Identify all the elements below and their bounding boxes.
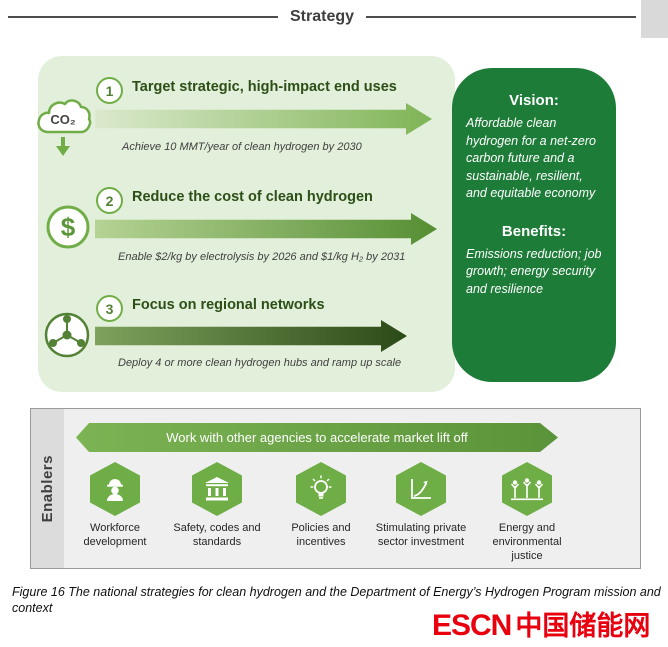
growth-chart-icon	[396, 462, 446, 516]
header-rule-right	[366, 16, 636, 18]
enabler-investment: Stimulating private sector investment	[369, 462, 473, 550]
strategy-2-caption: Enable $2/kg by electrolysis by 2026 and…	[118, 251, 406, 263]
escn-logo-chinese: 中国储能网	[515, 611, 651, 641]
worker-icon	[90, 462, 140, 516]
strategy-2-number: 2	[96, 187, 123, 214]
benefits-text: Emissions reduction; job growth; energy …	[466, 246, 602, 296]
dollar-label: $	[61, 212, 76, 242]
co2-label: CO₂	[50, 112, 76, 127]
dollar-icon: $	[44, 203, 92, 256]
strategy-1-title: Target strategic, high-impact end uses	[132, 79, 397, 95]
vision-benefits-panel: Vision: Affordable clean hydrogen for a …	[452, 68, 616, 382]
enablers-banner: Work with other agencies to accelerate m…	[76, 423, 558, 452]
vision-text: Affordable clean hydrogen for a net-zero…	[466, 116, 596, 200]
strategy-2-title: Reduce the cost of clean hydrogen	[132, 189, 373, 205]
enabler-label: Energy and environmental justice	[492, 522, 562, 562]
enabler-justice: Energy and environmental justice	[475, 462, 579, 563]
enabler-safety: Safety, codes and standards	[165, 462, 269, 550]
institution-icon	[192, 462, 242, 516]
page-title: Strategy	[289, 8, 355, 25]
benefits-heading: Benefits:	[501, 222, 567, 240]
strategy-1-caption: Achieve 10 MMT/year of clean hydrogen by…	[122, 141, 362, 153]
strategy-3-number: 3	[96, 295, 123, 322]
people-icon	[502, 462, 552, 516]
lightbulb-icon	[296, 462, 346, 516]
strategy-header: Strategy	[8, 8, 636, 26]
enabler-label: Policies and incentives	[291, 522, 351, 548]
enablers-label-text: Enablers	[39, 454, 56, 523]
escn-logo-text: ESCN	[432, 609, 512, 642]
page-edge-artifact	[641, 0, 668, 38]
enabler-workforce: Workforce development	[63, 462, 167, 550]
enabler-label: Safety, codes and standards	[173, 522, 261, 548]
strategy-3-caption: Deploy 4 or more clean hydrogen hubs and…	[118, 357, 402, 369]
header-rule-left	[8, 16, 278, 18]
enabler-label: Stimulating private sector investment	[375, 522, 467, 548]
enabler-policies: Policies and incentives	[269, 462, 373, 550]
enablers-side-label: Enablers	[31, 409, 64, 568]
strategy-3-title: Focus on regional networks	[132, 297, 325, 313]
co2-cloud-icon: CO₂	[34, 94, 92, 165]
enabler-label: Workforce development	[83, 522, 147, 548]
figure-caption: Figure 16 The national strategies for cl…	[12, 585, 661, 616]
network-icon	[42, 310, 92, 365]
vision-heading: Vision:	[509, 92, 559, 109]
strategy-1-number: 1	[96, 77, 123, 104]
